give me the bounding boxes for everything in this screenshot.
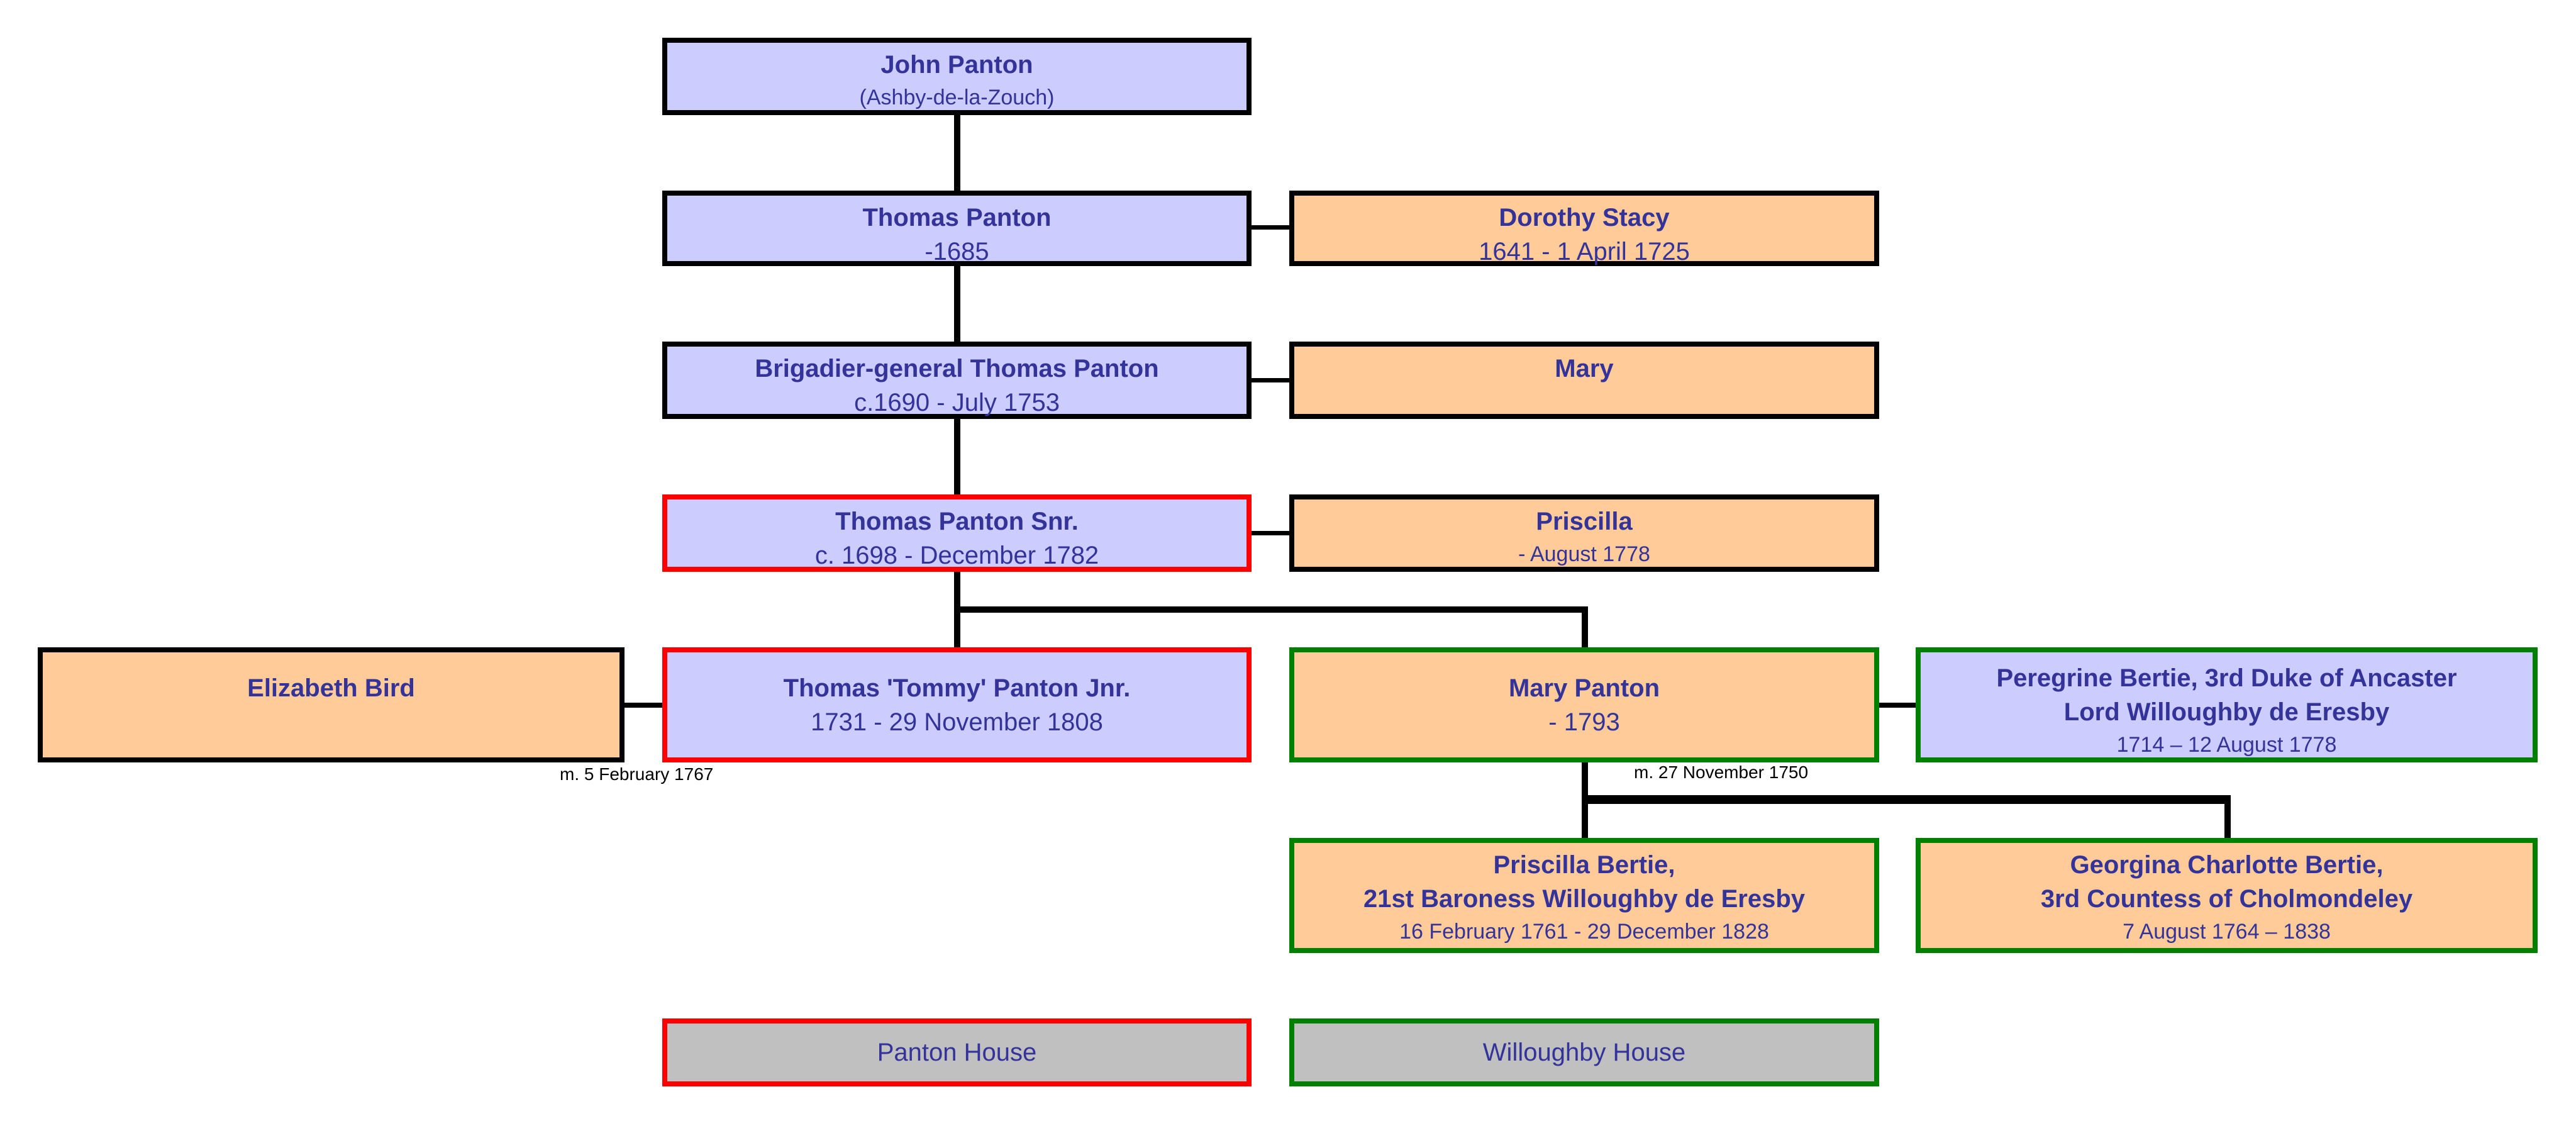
person-name: Elizabeth Bird bbox=[247, 674, 415, 702]
person-peregrine-bertie[interactable]: Peregrine Bertie, 3rd Duke of Ancaster L… bbox=[1916, 647, 2538, 762]
person-name: Brigadier-general Thomas Panton bbox=[755, 355, 1159, 382]
person-dates: - August 1778 bbox=[1518, 542, 1650, 566]
line-john-thomas bbox=[954, 115, 960, 191]
line-to-mary-panton bbox=[1582, 606, 1588, 647]
person-dates: 16 February 1761 - 29 December 1828 bbox=[1399, 920, 1769, 944]
legend-willoughby-house: Willoughby House bbox=[1289, 1018, 1879, 1086]
spouse-line-mary-peregrine bbox=[1879, 703, 1917, 708]
person-thomas-panton[interactable]: Thomas Panton -1685 bbox=[662, 191, 1252, 266]
person-dorothy-stacy[interactable]: Dorothy Stacy 1641 - 1 April 1725 bbox=[1289, 191, 1879, 266]
person-john-panton[interactable]: John Panton (Ashby-de-la-Zouch) bbox=[662, 38, 1252, 115]
person-name: Thomas 'Tommy' Panton Jnr. bbox=[783, 674, 1131, 702]
person-title: 21st Baroness Willoughby de Eresby bbox=[1363, 885, 1806, 913]
person-priscilla[interactable]: Priscilla - August 1778 bbox=[1289, 494, 1879, 572]
spouse-line-brigadier-mary bbox=[1252, 378, 1289, 382]
person-name: John Panton bbox=[880, 51, 1033, 79]
person-name: Priscilla Bertie, bbox=[1493, 851, 1675, 879]
spouse-line-thomas-dorothy bbox=[1252, 225, 1289, 230]
line-to-georgina bbox=[2224, 795, 2231, 838]
person-priscilla-bertie[interactable]: Priscilla Bertie, 21st Baroness Willough… bbox=[1289, 838, 1879, 953]
person-thomas-panton-snr[interactable]: Thomas Panton Snr. c. 1698 - December 17… bbox=[662, 494, 1252, 572]
person-mary-panton[interactable]: Mary Panton - 1793 bbox=[1289, 647, 1879, 762]
person-name: Mary bbox=[1555, 355, 1614, 382]
person-brigadier-thomas-panton[interactable]: Brigadier-general Thomas Panton c.1690 -… bbox=[662, 342, 1252, 419]
person-name: Priscilla bbox=[1536, 508, 1633, 535]
person-mary[interactable]: Mary bbox=[1289, 342, 1879, 419]
person-title: Lord Willoughby de Eresby bbox=[2063, 698, 2390, 726]
line-mary-children-bar bbox=[1582, 795, 2231, 804]
person-title: 3rd Countess of Cholmondeley bbox=[2040, 885, 2413, 913]
marriage-label-mary-peregrine: m. 27 November 1750 bbox=[1634, 762, 1809, 782]
person-dates: c.1690 - July 1753 bbox=[854, 389, 1060, 416]
person-place: (Ashby-de-la-Zouch) bbox=[859, 86, 1055, 109]
marriage-label-tommy-elizabeth: m. 5 February 1767 bbox=[560, 764, 714, 784]
person-tommy-panton-jnr[interactable]: Thomas 'Tommy' Panton Jnr. 1731 - 29 Nov… bbox=[662, 647, 1252, 762]
person-name: Mary Panton bbox=[1508, 674, 1660, 702]
legend-label: Willoughby House bbox=[1482, 1038, 1686, 1066]
legend-panton-house: Panton House bbox=[662, 1018, 1252, 1086]
person-dates: 1714 – 12 August 1778 bbox=[2116, 733, 2337, 757]
person-dates: 7 August 1764 – 1838 bbox=[2123, 920, 2331, 944]
person-dates: 1641 - 1 April 1725 bbox=[1479, 238, 1690, 265]
person-name: Thomas Panton Snr. bbox=[835, 508, 1079, 535]
person-dates: 1731 - 29 November 1808 bbox=[811, 708, 1103, 736]
legend-label: Panton House bbox=[877, 1038, 1037, 1066]
person-elizabeth-bird[interactable]: Elizabeth Bird bbox=[38, 647, 625, 762]
spouse-line-snr-priscilla bbox=[1252, 531, 1289, 535]
person-dates: - 1793 bbox=[1548, 708, 1620, 736]
person-name: Dorothy Stacy bbox=[1499, 204, 1670, 231]
person-georgina-bertie[interactable]: Georgina Charlotte Bertie, 3rd Countess … bbox=[1916, 838, 2538, 953]
person-name: Thomas Panton bbox=[862, 204, 1052, 231]
person-dates: -1685 bbox=[924, 238, 989, 265]
spouse-line-elizabeth-tommy bbox=[625, 703, 662, 708]
line-snr-children-bar bbox=[954, 606, 1588, 613]
line-thomas-brigadier bbox=[954, 266, 960, 342]
line-brigadier-snr bbox=[954, 419, 960, 494]
person-name: Georgina Charlotte Bertie, bbox=[2070, 851, 2384, 879]
person-name: Peregrine Bertie, 3rd Duke of Ancaster bbox=[1996, 664, 2457, 692]
person-dates: c. 1698 - December 1782 bbox=[814, 542, 1099, 569]
